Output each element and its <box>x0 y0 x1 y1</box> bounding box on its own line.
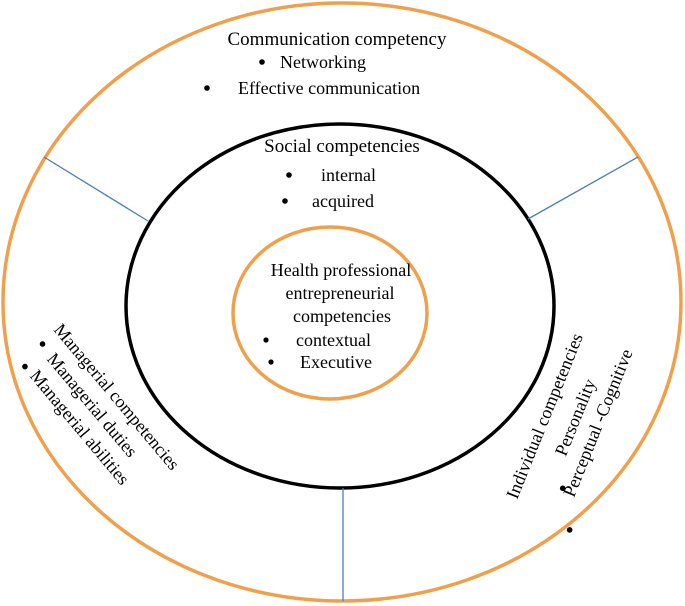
social-item-internal: internal <box>321 165 376 185</box>
bullet-marker <box>259 59 265 65</box>
middle-ring <box>124 122 556 490</box>
core-item-executive: Executive <box>300 352 372 372</box>
bullet-marker <box>566 527 573 533</box>
communication-item-networking: Networking <box>280 52 366 72</box>
core-title-line-2: entrepreneurial <box>286 283 395 303</box>
inner-ring <box>231 225 429 401</box>
divider-right <box>527 156 639 220</box>
bullet-marker <box>204 85 210 91</box>
bullet-marker <box>559 485 566 492</box>
social-item-acquired: acquired <box>312 191 374 211</box>
core-title-line-3: competencies <box>293 306 391 326</box>
bullet-marker <box>263 337 269 343</box>
bullet-marker <box>286 172 292 178</box>
social-title: Social competencies <box>264 136 420 157</box>
bullet-marker <box>39 341 46 347</box>
individual-group: Individual competencies Personality Perc… <box>502 330 637 533</box>
communication-item-effective: Effective communication <box>238 78 420 98</box>
managerial-group: Managerial competencies Managerial dutie… <box>22 320 184 489</box>
communication-title: Communication competency <box>228 29 447 50</box>
bullet-marker <box>268 359 274 365</box>
bullet-marker <box>282 198 288 204</box>
divider-left <box>43 156 149 222</box>
core-title-line-1: Health professional <box>271 260 411 280</box>
bullet-marker <box>22 363 28 370</box>
managerial-title: Managerial competencies <box>50 320 184 474</box>
core-item-contextual: contextual <box>296 330 371 350</box>
